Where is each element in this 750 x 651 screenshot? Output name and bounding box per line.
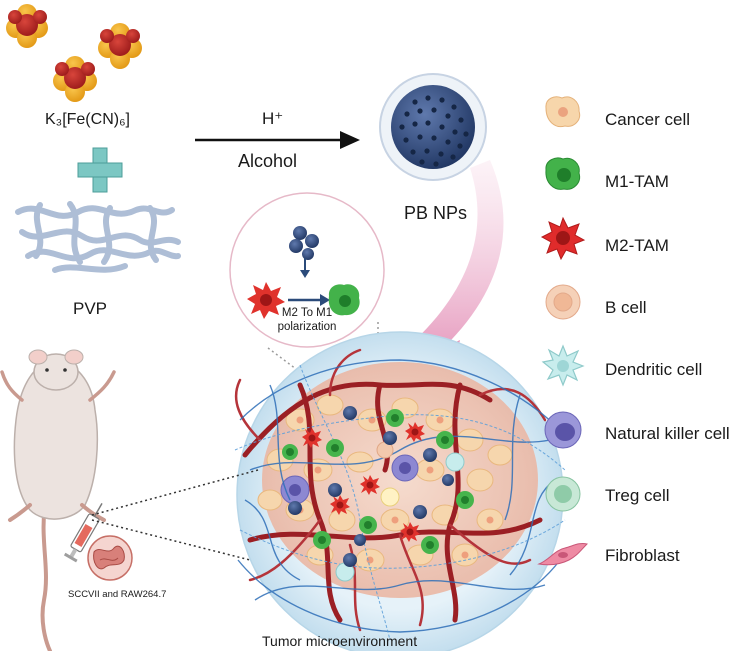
polarization-inset [229, 192, 385, 348]
legend-label-dendritic-cell: Dendritic cell [605, 360, 703, 379]
inset-line2: polarization [277, 321, 337, 333]
legend-label-m2-tam: M2-TAM [605, 236, 669, 255]
plus-icon [77, 147, 123, 193]
inset-line1: M2 To M1 [281, 307, 333, 319]
cells-label: SCCVII and RAW264.7 [68, 589, 167, 600]
legend-label-m1-tam: M1-TAM [605, 172, 669, 191]
pb-nanoparticle-icon [379, 73, 487, 181]
inset-connector [267, 347, 301, 373]
reaction-arrow [195, 131, 360, 149]
legend-label-treg-cell: Treg cell [605, 486, 670, 505]
tumor-label: Tumor microenvironment [262, 633, 418, 649]
dendritic-cell-icon [541, 344, 585, 387]
legend-label-cancer-cell: Cancer cell [605, 110, 691, 129]
tumor-microenvironment [234, 331, 566, 651]
pvp-label: PVP [73, 299, 108, 318]
m1-tam-icon [545, 157, 581, 190]
legend-label-nk-cell: Natural killer cell [605, 424, 730, 443]
cancer-cell-icon [545, 96, 581, 128]
legend-icons [537, 96, 588, 566]
precursor-label: K₃[Fe(CN)₆] [45, 111, 130, 128]
fibroblast-icon [537, 543, 588, 566]
syringe-icon [63, 503, 103, 563]
zoom-line [91, 519, 251, 561]
nk-cell-icon [544, 411, 582, 449]
cell-culture-icon [87, 535, 133, 581]
ferricyanide-cluster-icon [6, 4, 142, 102]
condition-bottom-label: Alcohol [238, 151, 298, 171]
b-cell-icon [545, 284, 581, 320]
legend-label-fibroblast: Fibroblast [605, 546, 680, 565]
pvp-polymer-icon [15, 201, 181, 273]
condition-top-label: H⁺ [262, 109, 284, 128]
legend-label-b-cell: B cell [605, 298, 647, 317]
zoom-line [91, 469, 259, 516]
treg-cell-icon [545, 476, 581, 512]
m2-tam-icon [540, 216, 586, 261]
product-label: PB NPs [404, 203, 468, 223]
mouse-icon [0, 349, 116, 651]
